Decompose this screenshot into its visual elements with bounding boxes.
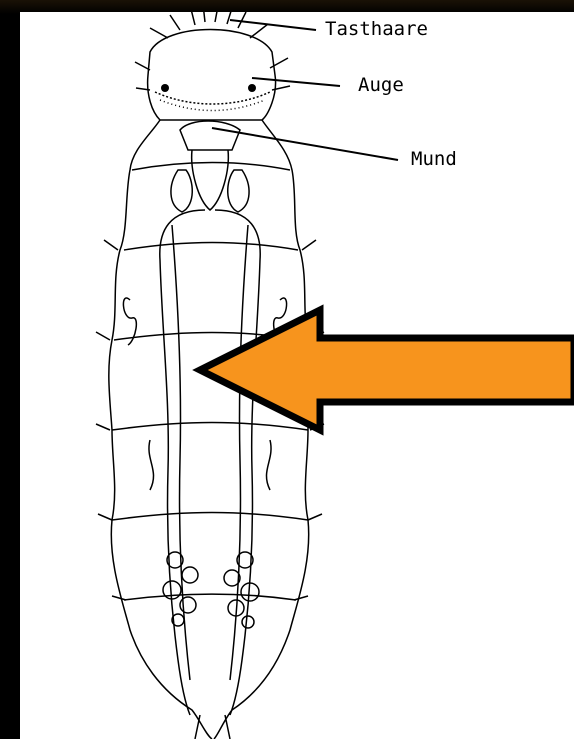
larva-drawing (20, 12, 574, 739)
leader-line-auge (252, 78, 340, 86)
diagram-panel (20, 12, 574, 739)
eye-right (248, 84, 256, 92)
label-mund: Mund (411, 150, 457, 169)
label-auge: Auge (358, 76, 404, 95)
label-tasthaare: Tasthaare (325, 20, 428, 39)
eye-left (161, 84, 169, 92)
leader-line-mund (212, 128, 398, 160)
leader-line-tasthaare (230, 20, 316, 30)
